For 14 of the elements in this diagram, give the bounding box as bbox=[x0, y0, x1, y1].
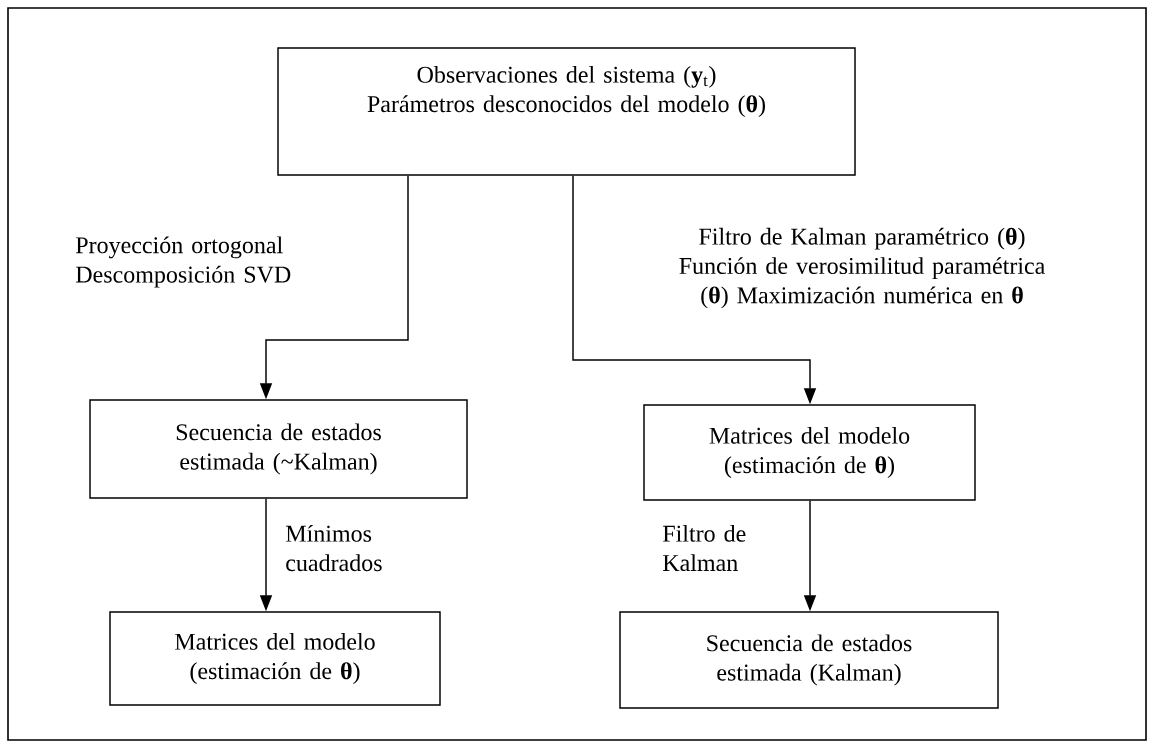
edge-label: Proyección ortogonal Descomposición SVD bbox=[75, 236, 291, 288]
edge-label: Mínimos cuadrados bbox=[285, 524, 382, 572]
edge-label: Filtro de Kalman paramétrico (θ) Función de verosimilitud paramétrica (θ) Maximización numérica en θ bbox=[679, 227, 1045, 309]
box-text: Observaciones del sistema (y$_{t}$) Parámetros desconocidos del modelo (θ) bbox=[367, 65, 765, 118]
process-box bbox=[277, 47, 856, 176]
box-text: Matrices del modelo (estimación de θ) bbox=[709, 426, 910, 479]
process-box bbox=[109, 611, 441, 706]
process-box bbox=[643, 404, 976, 501]
process-box bbox=[619, 611, 999, 709]
edge-label: Filtro de Kalman bbox=[662, 524, 746, 572]
process-box bbox=[89, 399, 468, 499]
box-text: Matrices del modelo (estimación de θ) bbox=[175, 632, 375, 685]
box-text: Secuencia de estados estimada (Kalman) bbox=[707, 634, 912, 686]
box-text: Secuencia de estados estimada (~Kalman) bbox=[176, 423, 381, 475]
